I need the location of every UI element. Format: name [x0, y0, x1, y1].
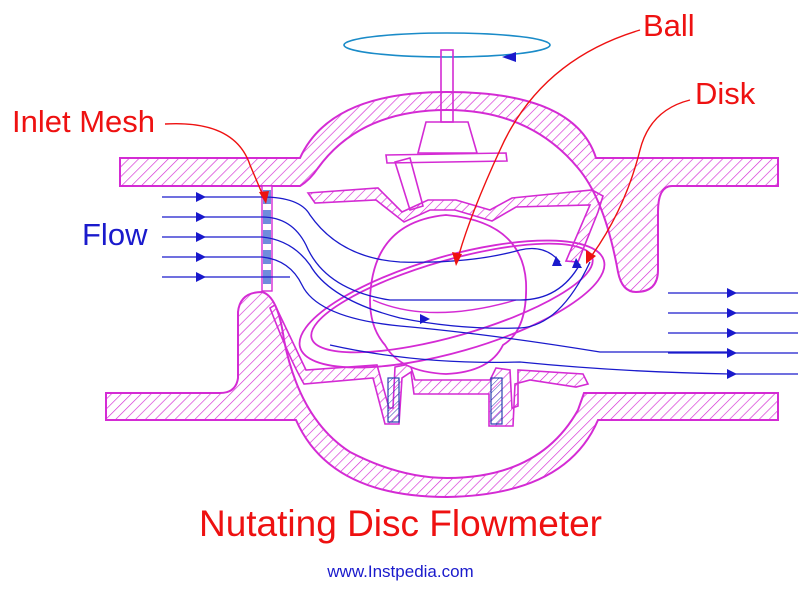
drive-shaft [385, 49, 508, 211]
lower-housing [105, 290, 779, 499]
lower-chamber-wall [269, 303, 590, 427]
label-leaders [164, 29, 691, 259]
ball-label: Ball [643, 8, 695, 43]
disk-label: Disk [695, 76, 756, 111]
ball-equator [372, 299, 517, 314]
flow-label: Flow [82, 217, 148, 252]
inlet-flow-lines [162, 196, 730, 353]
arrowhead-icon [196, 192, 206, 282]
chamber-rib-left [387, 377, 400, 423]
upper-housing [119, 90, 779, 294]
arrowhead-icon [259, 191, 596, 266]
chamber-rib-right [490, 377, 503, 425]
rotation-arrow-icon [343, 32, 551, 62]
website-link[interactable]: www.Instpedia.com [327, 562, 474, 581]
diagram-title: Nutating Disc Flowmeter [198, 503, 602, 544]
inlet-mesh-label: Inlet Mesh [12, 104, 156, 139]
arrowhead-icon [420, 256, 737, 379]
